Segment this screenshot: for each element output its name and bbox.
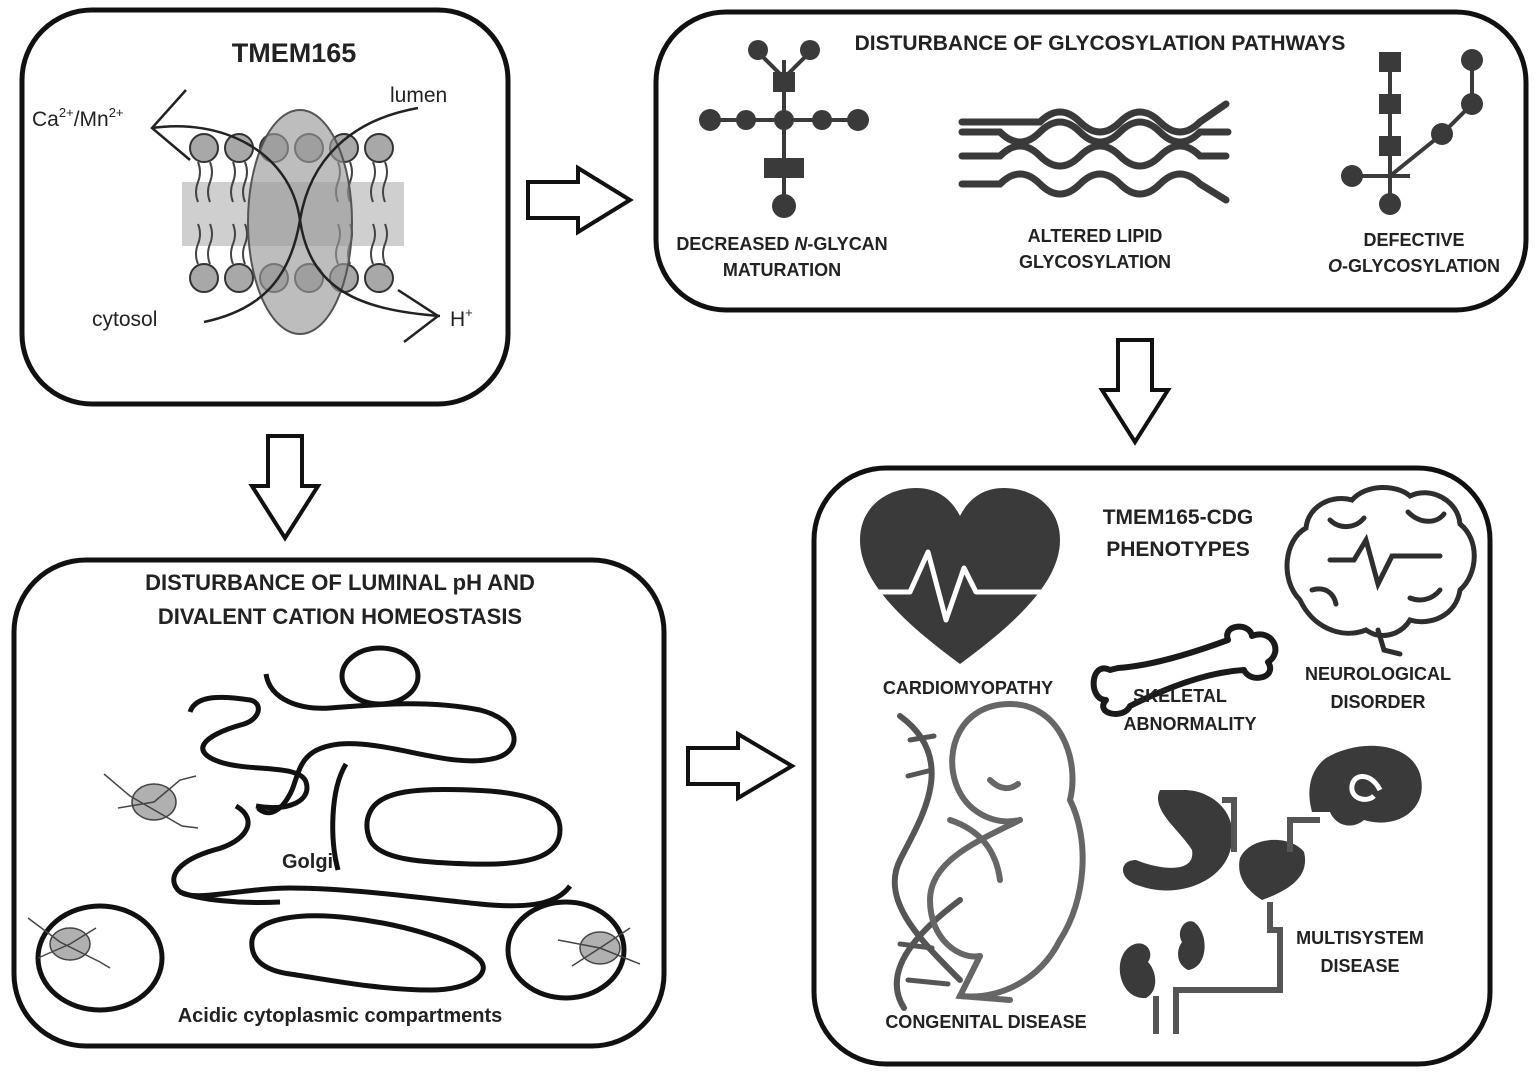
n-glycan-label-line1: DECREASED N-GLYCAN — [676, 234, 887, 254]
panel-luminal: DISTURBANCE OF LUMINAL pH AND DIVALENT C… — [11, 557, 667, 1049]
glycosylation-title: DISTURBANCE OF GLYCOSYLATION PATHWAYS — [855, 32, 1346, 55]
golgi-stack — [171, 645, 573, 993]
acidic-compartments-caption: Acidic cytoplasmic compartments — [178, 1005, 503, 1027]
fetus-icon — [926, 701, 1086, 1003]
congenital-label: CONGENITAL DISEASE — [885, 1012, 1086, 1032]
o-glycosylation-label-line2: O-GLYCOSYLATION — [1328, 256, 1500, 276]
o-glycosylation-icon — [1341, 49, 1483, 215]
lumen-label: lumen — [390, 84, 447, 107]
kidney-right-icon — [1178, 921, 1205, 970]
panel-glycosylation-frame — [653, 9, 1529, 313]
acidic-compartment-right — [505, 899, 627, 1001]
panel-luminal-frame — [11, 557, 667, 1049]
skeletal-label-line1: SKELETAL — [1133, 686, 1227, 706]
kidney-left-icon — [1119, 943, 1156, 999]
n-glycan-label-line2: MATURATION — [723, 260, 841, 280]
golgi-label: Golgi — [282, 851, 333, 873]
phenotypes-title-line1: TMEM165-CDG — [1103, 506, 1254, 529]
mini-transporters — [27, 773, 641, 969]
brain-icon — [1284, 484, 1477, 657]
proton-label: H+ — [450, 305, 473, 331]
brain-organ-icon — [1309, 745, 1422, 826]
heart-icon — [860, 488, 1060, 664]
lipid-glycosylation-icon — [958, 100, 1232, 204]
multisystem-label-line1: MULTISYSTEM — [1296, 928, 1424, 948]
skeletal-label-line2: ABNORMALITY — [1124, 714, 1257, 734]
panel-tmem165: TMEM165 — [19, 7, 511, 407]
ion-transport-paths — [150, 89, 441, 343]
lipid-glycosylation-label-line1: ALTERED LIPID — [1028, 226, 1163, 246]
multisystem-organs-icon — [1119, 745, 1422, 1034]
lipid-glycosylation-label-line2: GLYCOSYLATION — [1019, 252, 1171, 272]
ions-in-label: Ca2+/Mn2+ — [32, 105, 124, 131]
arrow-right-bottom — [686, 730, 796, 802]
dna-helix-icon — [891, 713, 963, 1011]
tmem165-title: TMEM165 — [232, 38, 357, 68]
panel-glycosylation: DISTURBANCE OF GLYCOSYLATION PATHWAYS DE… — [653, 9, 1529, 313]
stomach-icon — [1122, 790, 1233, 891]
luminal-title-line2: DIVALENT CATION HOMEOSTASIS — [158, 604, 522, 629]
o-glycosylation-label-line1: DEFECTIVE — [1363, 230, 1464, 250]
arrow-right-top — [526, 164, 634, 236]
multisystem-label-line2: DISEASE — [1320, 956, 1399, 976]
liver-icon — [1239, 839, 1306, 900]
bone-icon — [1090, 623, 1279, 717]
panel-phenotypes: TMEM165-CDG PHENOTYPES CARDIOMYOPATHY NE… — [811, 465, 1493, 1067]
cytosol-label: cytosol — [92, 308, 157, 331]
arrow-down-right — [1098, 338, 1172, 446]
neuro-label-line1: NEUROLOGICAL — [1305, 664, 1451, 684]
luminal-title-line1: DISTURBANCE OF LUMINAL pH AND — [145, 570, 535, 595]
n-glycan-icon — [699, 40, 869, 218]
phenotypes-title-line2: PHENOTYPES — [1106, 538, 1250, 561]
cardiomyopathy-label: CARDIOMYOPATHY — [883, 678, 1053, 698]
arrow-down-left — [248, 434, 322, 542]
neuro-label-line2: DISORDER — [1330, 692, 1425, 712]
